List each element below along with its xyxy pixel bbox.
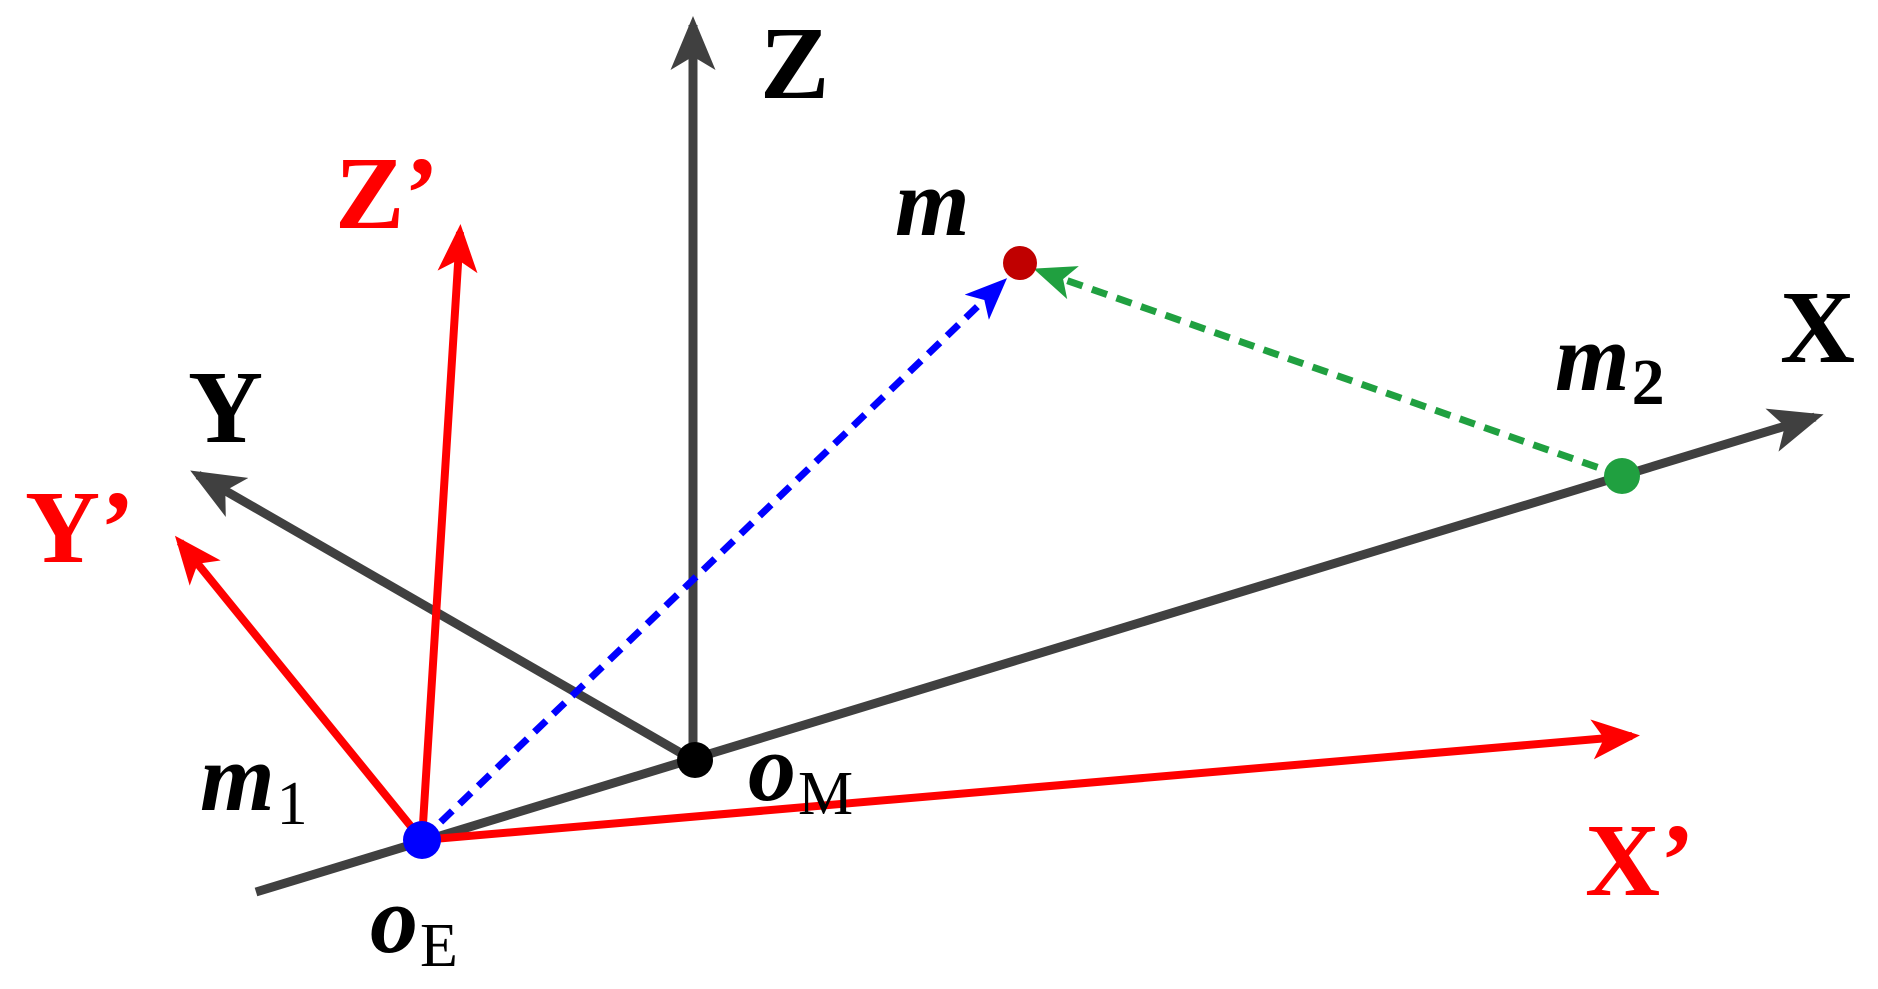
label-point-m1-main: m (200, 724, 275, 831)
label-y: Y (188, 350, 263, 465)
prime-y-axis (174, 535, 426, 843)
label-origin-m: oM (748, 714, 853, 828)
prime-x-axis (421, 719, 1640, 844)
world-x-axis (254, 408, 1824, 897)
label-origin-e-sub: E (420, 912, 458, 980)
label-origin-e-main: o (370, 866, 418, 973)
label-x: X (1780, 270, 1855, 385)
label-point-m2: m2 (1555, 304, 1665, 419)
point-m (1003, 246, 1037, 280)
label-point-m1: m1 (200, 724, 308, 838)
label-origin-m-main: o (748, 714, 796, 821)
prime-z-axis (418, 224, 478, 841)
label-origin-e: oE (370, 866, 458, 980)
label-point-m2-main: m (1555, 304, 1630, 411)
label-x-prime: X’ (1585, 803, 1695, 918)
label-y-prime: Y’ (25, 470, 135, 585)
label-point-m1-sub: 1 (277, 770, 308, 838)
vector-m2-to-m (1033, 266, 1624, 480)
label-z-prime: Z’ (335, 136, 439, 251)
point-oE (403, 821, 441, 859)
label-point-m: m (895, 149, 970, 256)
label-origin-m-sub: M (798, 760, 853, 828)
point-m2 (1604, 458, 1640, 494)
vector-oE-to-m (419, 278, 1008, 843)
world-y-axis (190, 470, 696, 764)
label-point-m2-sub: 2 (1632, 346, 1665, 419)
point-oM (677, 742, 713, 778)
label-z: Z (760, 6, 829, 121)
